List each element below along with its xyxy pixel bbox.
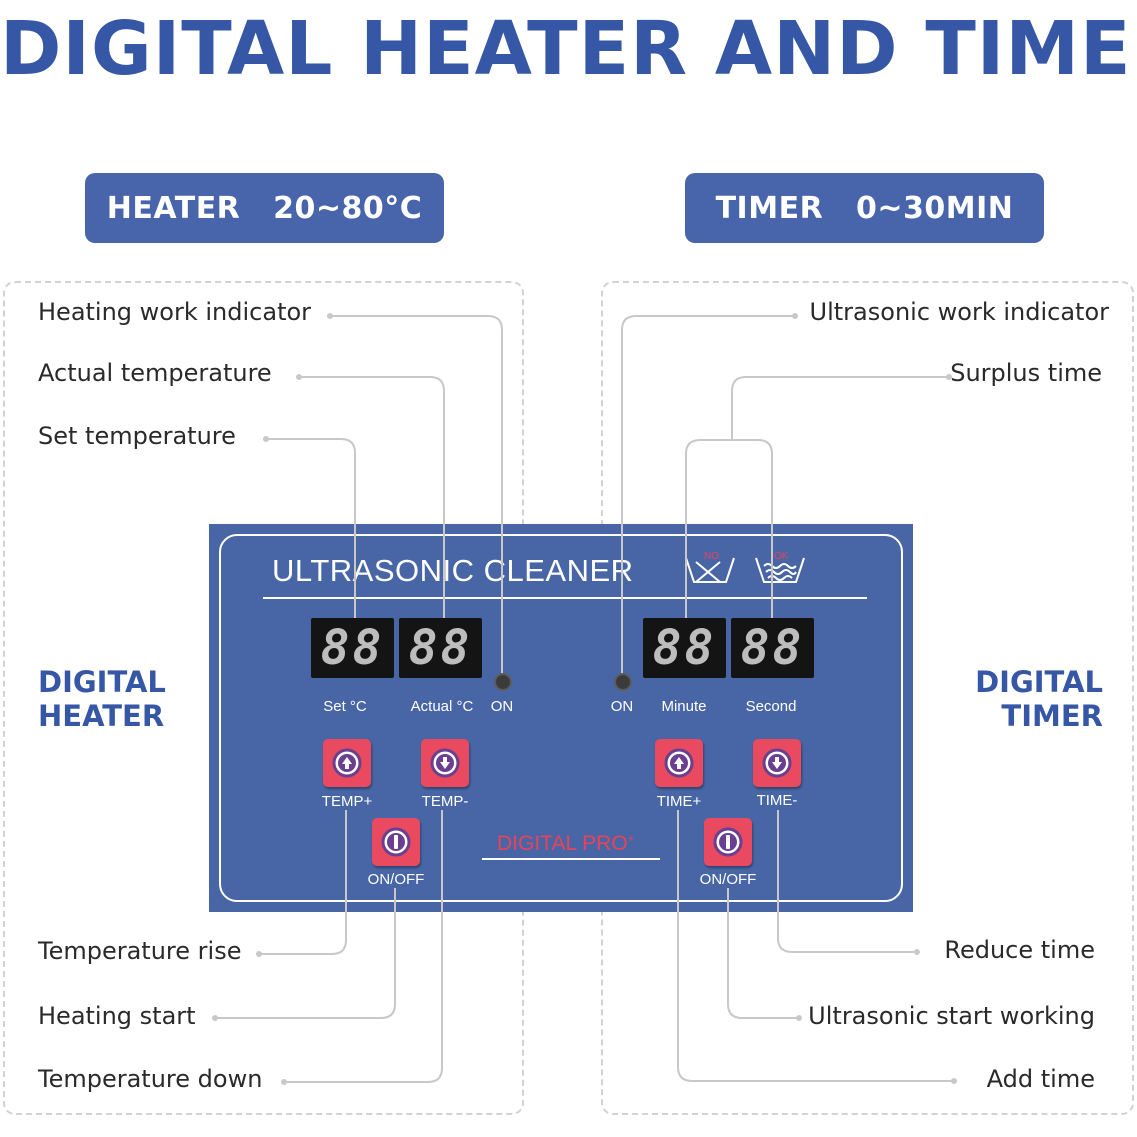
- surplus-time-callout: Surplus time: [950, 359, 1102, 387]
- heater-onoff-label: ON/OFF: [367, 871, 425, 888]
- set-temperature-digits: 88: [320, 620, 385, 676]
- ultrasonic-power-button[interactable]: [704, 818, 752, 866]
- digital-pro-mark: +: [627, 833, 635, 845]
- arrow-down-icon: [762, 748, 792, 778]
- actual-temp-label: Actual °C: [410, 698, 474, 715]
- temperature-rise-callout: Temperature rise: [38, 937, 242, 965]
- heating-indicator-led: [494, 673, 512, 691]
- digital-heater-title-line2: HEATER: [38, 699, 165, 733]
- temperature-down-callout: Temperature down: [38, 1065, 263, 1093]
- arrow-up-icon: [664, 748, 694, 778]
- heating-indicator-callout: Heating work indicator: [38, 298, 312, 326]
- ultrasonic-on-label: ON: [610, 698, 634, 715]
- digital-pro-text: DIGITAL PRO: [497, 832, 628, 855]
- heating-start-callout: Heating start: [38, 1002, 196, 1030]
- digital-timer-title: DIGITAL TIMER: [975, 665, 1103, 733]
- heating-on-label: ON: [490, 698, 514, 715]
- reduce-time-callout: Reduce time: [944, 936, 1095, 964]
- control-panel-border: [219, 534, 903, 902]
- digital-pro-underline: [482, 858, 660, 860]
- digital-heater-title: DIGITAL HEATER: [38, 665, 166, 733]
- actual-temperature-callout: Actual temperature: [38, 359, 272, 387]
- no-wash-icon: NO: [685, 551, 735, 583]
- time-plus-button[interactable]: [655, 739, 703, 787]
- ok-wash-icon-label: OK: [774, 551, 789, 562]
- set-temperature-display: 88: [311, 618, 394, 678]
- actual-temperature-display: 88: [399, 618, 482, 678]
- digital-pro-logo: DIGITAL PRO+: [497, 832, 634, 856]
- time-minus-button[interactable]: [753, 739, 801, 787]
- digital-heater-title-line1: DIGITAL: [38, 665, 166, 699]
- power-icon: [381, 827, 411, 857]
- ok-wash-icon: OK: [755, 551, 805, 583]
- temp-minus-label: TEMP-: [421, 793, 469, 810]
- minute-digits: 88: [652, 620, 717, 676]
- heater-power-button[interactable]: [372, 818, 420, 866]
- actual-temperature-digits: 88: [408, 620, 473, 676]
- second-label: Second: [745, 698, 797, 715]
- second-display: 88: [731, 618, 814, 678]
- set-temperature-callout: Set temperature: [38, 422, 236, 450]
- arrow-up-icon: [332, 748, 362, 778]
- page-title: DIGITAL HEATER AND TIMER: [0, 6, 1137, 92]
- temp-minus-button[interactable]: [421, 739, 469, 787]
- second-digits: 88: [740, 620, 805, 676]
- temp-plus-label: TEMP+: [321, 793, 373, 810]
- time-minus-label: TIME-: [756, 792, 798, 809]
- heater-range-badge: HEATER 20~80°C: [85, 173, 444, 243]
- ultrasonic-indicator-callout: Ultrasonic work indicator: [809, 298, 1109, 326]
- digital-timer-title-line2: TIMER: [1001, 699, 1103, 733]
- ultrasonic-indicator-led: [614, 673, 632, 691]
- no-wash-icon-label: NO: [704, 551, 719, 562]
- control-panel: [209, 524, 913, 912]
- add-time-callout: Add time: [986, 1065, 1095, 1093]
- arrow-down-icon: [430, 748, 460, 778]
- minute-label: Minute: [661, 698, 707, 715]
- digital-timer-title-line1: DIGITAL: [975, 665, 1103, 699]
- ultrasonic-onoff-label: ON/OFF: [699, 871, 757, 888]
- temp-plus-button[interactable]: [323, 739, 371, 787]
- minute-display: 88: [643, 618, 726, 678]
- power-icon: [713, 827, 743, 857]
- panel-divider: [263, 597, 867, 599]
- timer-range-badge: TIMER 0~30MIN: [685, 173, 1044, 243]
- panel-brand: ULTRASONIC CLEANER: [272, 553, 634, 588]
- ultrasonic-start-callout: Ultrasonic start working: [808, 1002, 1095, 1030]
- time-plus-label: TIME+: [656, 793, 702, 810]
- set-temp-label: Set °C: [323, 698, 367, 715]
